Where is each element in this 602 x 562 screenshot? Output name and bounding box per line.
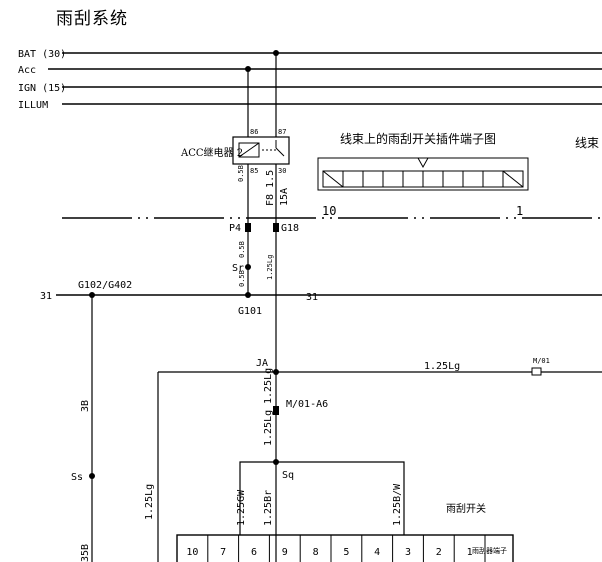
harness-connector — [317, 157, 529, 191]
m1a6-label: M/01-A6 — [286, 399, 328, 410]
wire-05b-a: 0.5B — [238, 241, 246, 258]
wire-05b-b: 0.5B — [238, 270, 246, 287]
ign-label: IGN (15) — [18, 83, 66, 94]
connector-m1 — [531, 367, 542, 376]
wire-125gw: 1.25GW — [236, 489, 247, 526]
switch-label: 雨刮开关 — [446, 502, 486, 515]
g18-label: G18 — [281, 223, 299, 234]
harness-num-right: 1 — [516, 204, 523, 218]
power-rails — [48, 52, 602, 105]
acc-relay — [232, 136, 290, 165]
wire-125lg-ja: 1.25Lg — [263, 368, 274, 404]
switch-side-label: 雨刮器端子 — [472, 546, 507, 555]
relay-wire-30: F8 1.5 — [265, 170, 276, 206]
wire-125lg-left: 1.25Lg — [144, 484, 155, 520]
page-title: 雨刮系统 — [56, 9, 128, 29]
relay-pin-30: 30 — [278, 167, 286, 175]
relay-label: ACC继电器 2 — [180, 146, 243, 159]
g101-junction — [245, 292, 251, 298]
switch-pin-4: 4 — [374, 547, 380, 558]
switch-pin-7: 7 — [220, 547, 226, 558]
switch-pin-8: 8 — [313, 547, 319, 558]
sr-splice — [245, 264, 251, 270]
ground-mid-label: 31 — [306, 292, 318, 303]
switch-pin-cells: 10 7 6 9 8 5 4 3 2 1 — [186, 535, 486, 562]
connector-p4 — [245, 223, 251, 232]
harness-caption: 线束上的雨刮开关插件端子图 — [340, 131, 496, 146]
wire-125lg-h: 1.25Lg — [424, 361, 460, 372]
g101-label: G101 — [238, 306, 262, 317]
relay-pin-87: 87 — [278, 128, 286, 136]
switch-pin-6: 6 — [251, 547, 257, 558]
connector-g18 — [273, 223, 279, 232]
wire-125bw: 1.25B/W — [392, 483, 403, 526]
bat-label: BAT (30) — [18, 49, 66, 60]
connector-m1a6 — [273, 406, 279, 415]
wire-125br: 1.25Br — [263, 490, 274, 526]
harness-caption-right: 线束 — [575, 136, 599, 150]
wire-35b: 35B — [80, 544, 91, 562]
p4-label: P4 — [229, 223, 241, 234]
ground-left-label: 31 — [40, 291, 52, 302]
relay-pin-86: 86 — [250, 128, 258, 136]
illum-label: ILLUM — [18, 100, 48, 111]
switch-pin-10: 10 — [186, 547, 198, 558]
m1-label: M/01 — [533, 357, 550, 365]
harness-num-left: 10 — [322, 204, 336, 218]
sq-label: Sq — [282, 470, 294, 481]
switch-pin-9: 9 — [282, 547, 288, 558]
relay-wire-85: 0.5B — [237, 165, 245, 182]
wiper-switch: 10 7 6 9 8 5 4 3 2 1 — [176, 534, 514, 562]
wire-125lg-m: 1.25Lg — [263, 410, 274, 446]
relay-wire-30b: 15A — [279, 188, 290, 206]
ss-label: Ss — [71, 472, 83, 483]
g102-label: G102/G402 — [78, 280, 132, 291]
relay-pin-85: 85 — [250, 167, 258, 175]
acc-label: Acc — [18, 65, 36, 76]
ss-splice — [89, 473, 95, 479]
wire-125lg-vertical: 1.25Lg — [266, 255, 274, 280]
sr-label: Sr — [232, 263, 244, 274]
switch-pin-2: 2 — [436, 547, 442, 558]
switch-pin-3: 3 — [405, 547, 411, 558]
switch-pin-1: 1 — [467, 547, 473, 558]
ja-label: JA — [256, 358, 268, 369]
switch-pin-5: 5 — [343, 547, 349, 558]
wire-3b: 3B — [80, 400, 91, 412]
sq-branch — [239, 461, 405, 535]
